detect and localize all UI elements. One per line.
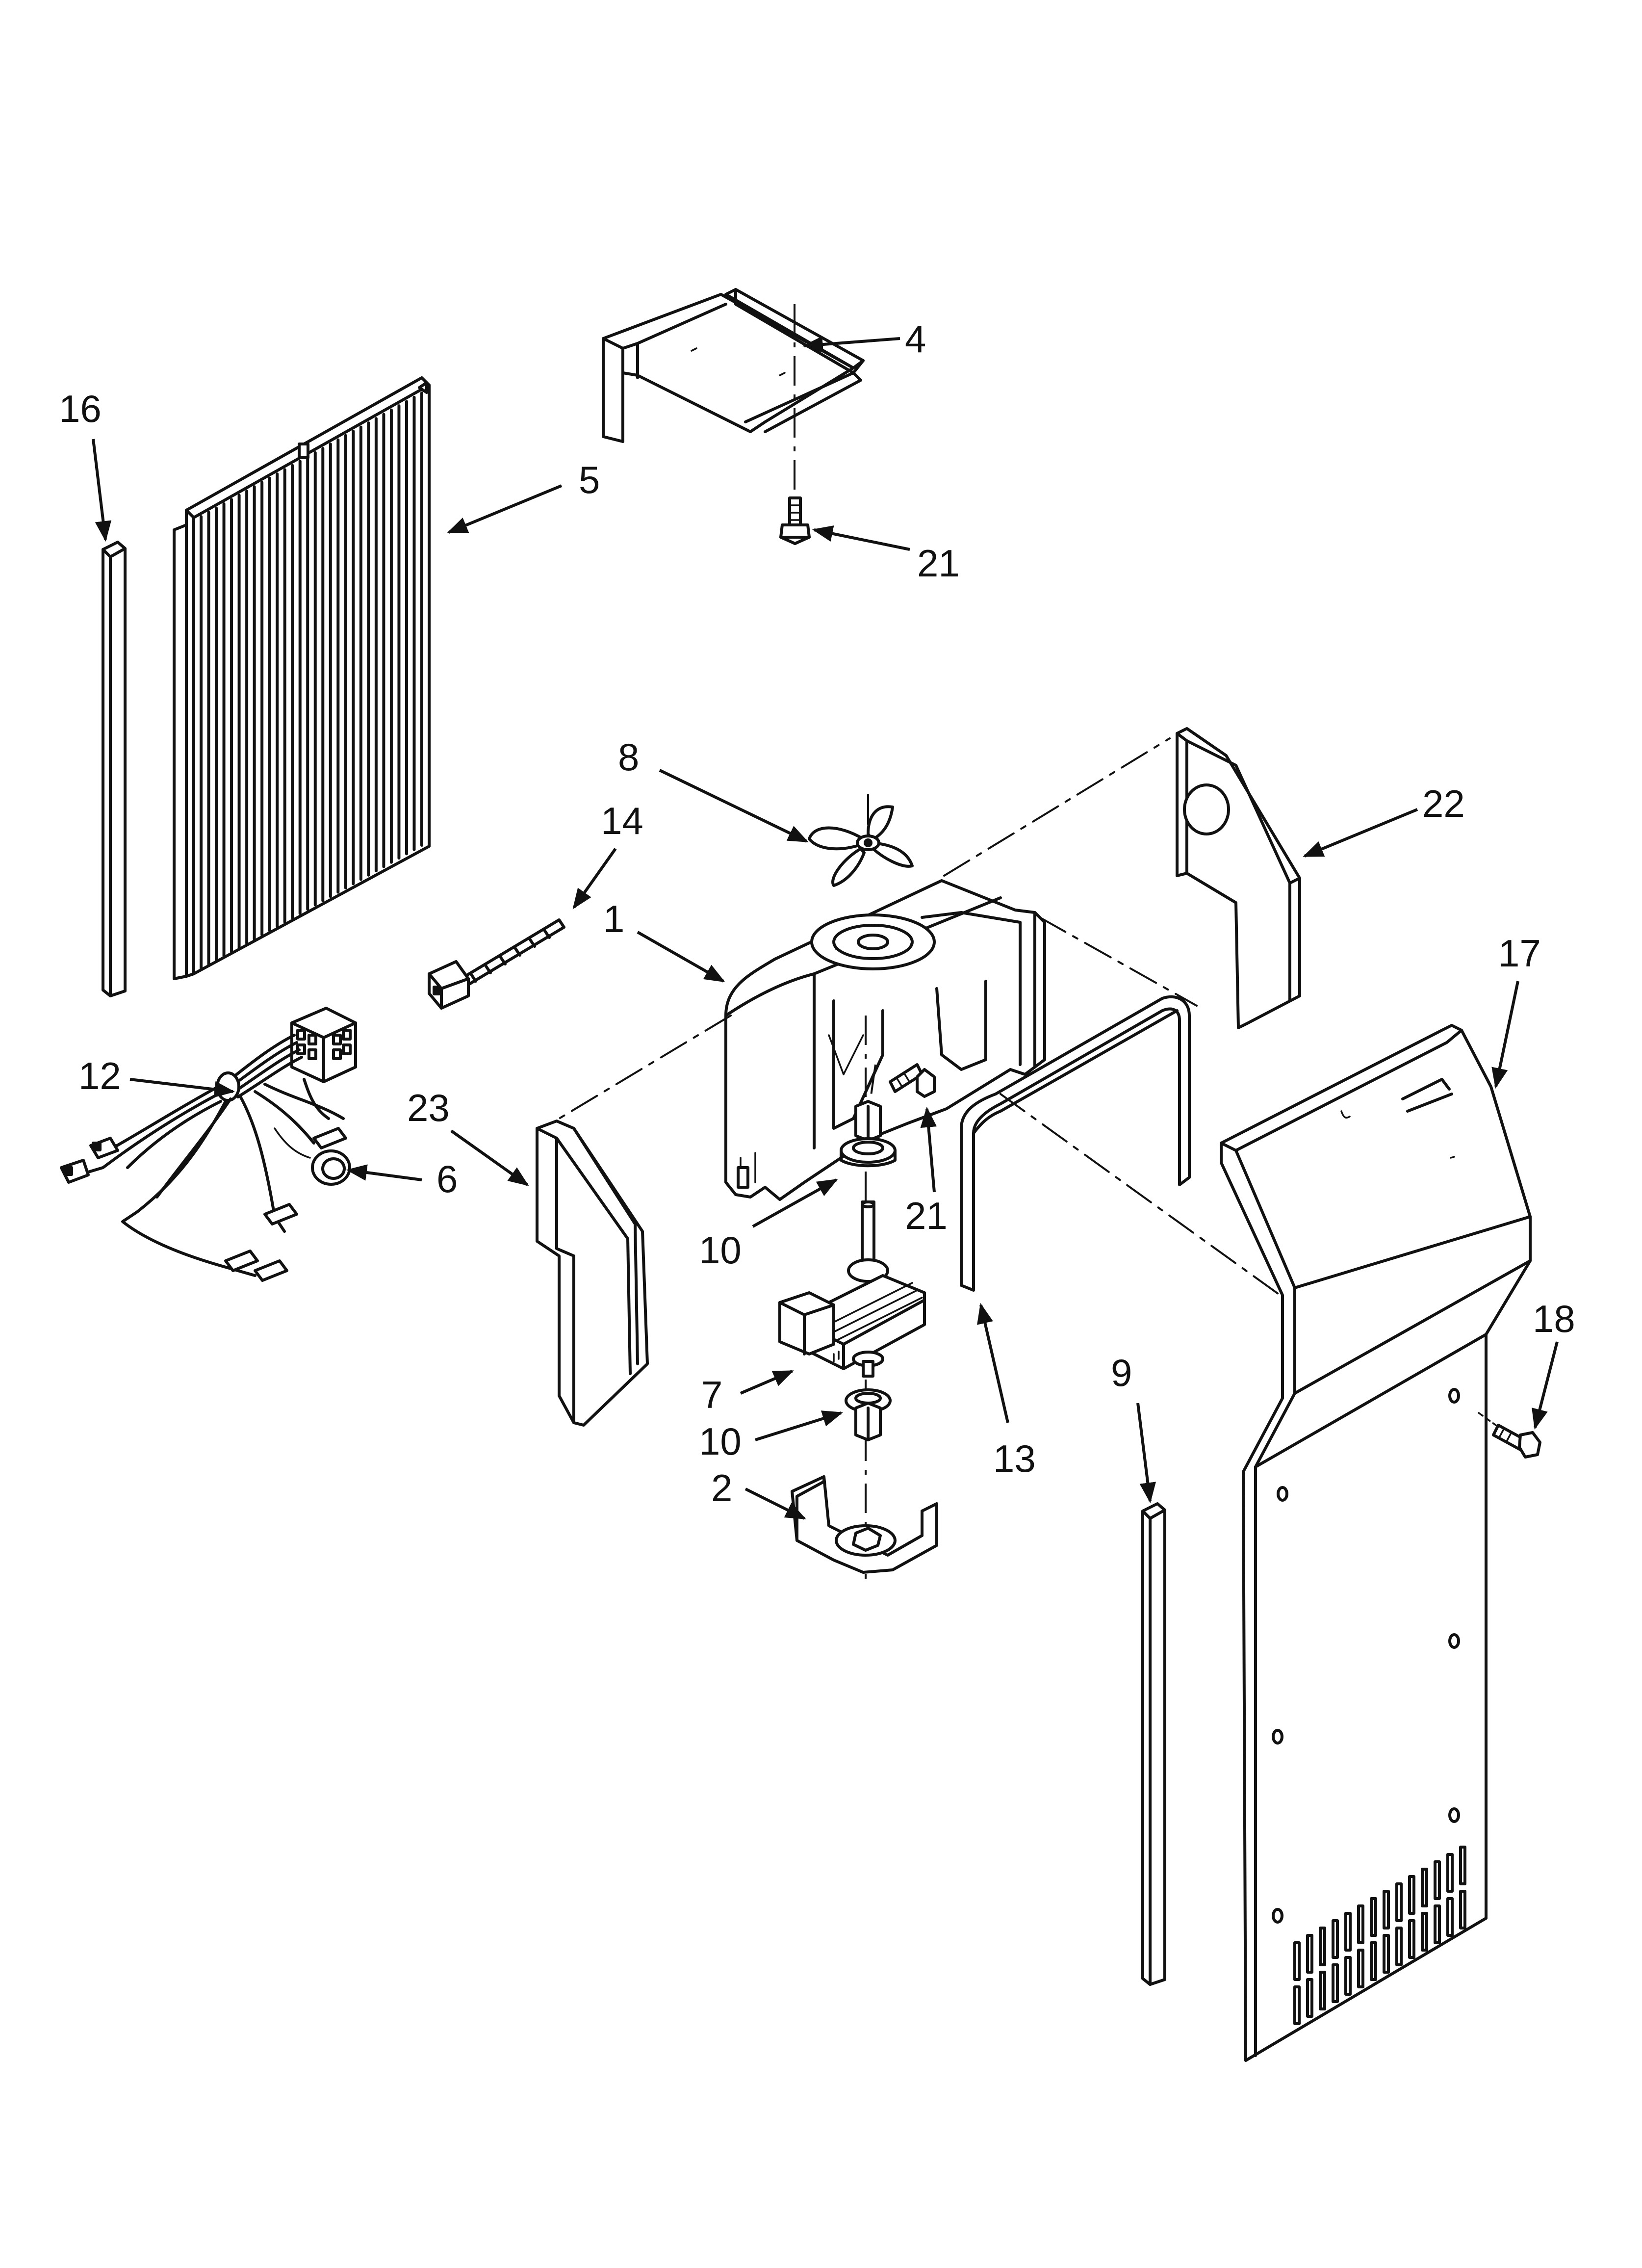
leader-18	[1532, 1341, 1559, 1430]
leader-21b	[920, 1106, 937, 1193]
axis-line-fan-housing	[870, 1064, 876, 1099]
vent-slot	[1332, 1963, 1339, 2003]
vent-slot	[1293, 1985, 1301, 2025]
vent-slot	[1408, 1875, 1415, 1915]
part-10-mount-upper	[840, 1100, 897, 1168]
callout-9: 9	[1111, 1351, 1132, 1394]
callout-13: 13	[993, 1437, 1036, 1480]
callout-5: 5	[579, 458, 600, 501]
vent-slot	[1421, 1868, 1428, 1907]
mounting-hole	[1448, 1633, 1460, 1649]
leader-9	[1136, 1403, 1156, 1504]
leader-7	[740, 1370, 794, 1395]
vent-slot	[1370, 1941, 1377, 1981]
part-22-side-plate	[1176, 727, 1301, 1029]
mounting-hole	[1277, 1486, 1288, 1502]
vent-slot	[1357, 1904, 1364, 1944]
part-18-screw	[1478, 1412, 1541, 1459]
leader-1	[637, 931, 725, 983]
leader-22	[1303, 808, 1418, 858]
callout-leaders	[92, 336, 1559, 1520]
leader-2	[744, 1487, 806, 1520]
part-12-wire-harness	[60, 1007, 357, 1282]
part-9-strip	[1141, 1502, 1166, 1986]
callout-8: 8	[618, 735, 639, 779]
callout-21b: 21	[905, 1194, 948, 1237]
mounting-hole	[1448, 1388, 1460, 1404]
vent-slot	[1319, 1927, 1326, 1966]
callout-1: 1	[603, 897, 624, 940]
vent-slot	[1459, 1890, 1466, 1929]
callout-10b: 10	[699, 1420, 742, 1463]
vent-slot	[1306, 1934, 1313, 1974]
leader-17	[1491, 981, 1519, 1089]
vent-slot	[1370, 1897, 1377, 1937]
vent-slot	[1383, 1934, 1390, 1974]
vent-slot	[1293, 1941, 1301, 1981]
vent-slot	[1306, 1978, 1313, 2018]
callout-23: 23	[407, 1086, 450, 1129]
vent-slot	[1344, 1956, 1352, 1996]
vent-slot	[1434, 1904, 1441, 1944]
vent-slot	[1395, 1882, 1403, 1922]
assembly-guide-lines	[558, 737, 1281, 1296]
leader-10a	[752, 1178, 838, 1228]
part-14-cable-tie	[428, 918, 565, 1010]
callout-labels: 16 5 4 21 8 22 14 1 17 12 23 6 21 10 18 …	[59, 317, 1575, 1510]
vent-slot	[1319, 1971, 1326, 2010]
leader-4	[802, 336, 900, 353]
vent-slot	[1434, 1860, 1441, 1900]
part-13-u-gasket	[960, 995, 1191, 1292]
vent-slot	[1421, 1912, 1428, 1952]
vent-slot	[1332, 1919, 1339, 1959]
leader-13	[977, 1303, 1009, 1423]
leader-16	[92, 439, 112, 542]
callout-14: 14	[601, 799, 643, 842]
leader-6	[346, 1164, 422, 1181]
part-2-bottom-bracket	[791, 1475, 938, 1574]
callout-4: 4	[905, 317, 926, 361]
part-17-duct-panel	[1220, 1024, 1532, 2062]
callout-12: 12	[78, 1054, 121, 1097]
vent-slot	[1459, 1846, 1466, 1885]
vent-slot	[1408, 1919, 1415, 1959]
callout-6: 6	[436, 1157, 458, 1200]
callout-7: 7	[701, 1373, 722, 1416]
mounting-hole	[1272, 1908, 1283, 1924]
part-23-side-piece	[536, 1120, 649, 1427]
part-7-motor	[778, 1200, 926, 1378]
leader-23	[450, 1129, 529, 1186]
callout-21a: 21	[917, 542, 960, 585]
callout-18: 18	[1533, 1297, 1575, 1340]
mounting-hole	[1272, 1729, 1283, 1745]
callout-22: 22	[1422, 782, 1465, 825]
callout-16: 16	[59, 387, 102, 430]
part-8-fan-blade	[808, 794, 914, 887]
callout-10a: 10	[699, 1228, 742, 1272]
part-5-ribbed-panel	[173, 376, 431, 980]
mounting-hole	[1448, 1807, 1460, 1823]
vent-slot	[1344, 1912, 1352, 1952]
vent-slot	[1446, 1853, 1454, 1893]
vent-slot	[1357, 1949, 1364, 1988]
leader-21a	[812, 525, 910, 551]
part-21-screw-middle	[889, 1063, 936, 1098]
leader-12	[129, 1078, 235, 1098]
leader-14	[572, 848, 617, 910]
callout-17: 17	[1498, 932, 1541, 975]
part-16-strip	[102, 541, 127, 997]
leader-10b	[755, 1410, 844, 1441]
vent-slot	[1395, 1927, 1403, 1966]
part-1-fan-housing	[724, 879, 1046, 1201]
part-10-mount-lower	[845, 1388, 892, 1441]
part-4-bracket	[602, 288, 865, 443]
callout-2: 2	[711, 1466, 732, 1510]
leader-5	[447, 484, 563, 534]
part-21-screw-top	[779, 496, 811, 545]
vent-slot	[1383, 1890, 1390, 1929]
leader-8	[659, 769, 809, 843]
vent-slot	[1446, 1897, 1454, 1937]
